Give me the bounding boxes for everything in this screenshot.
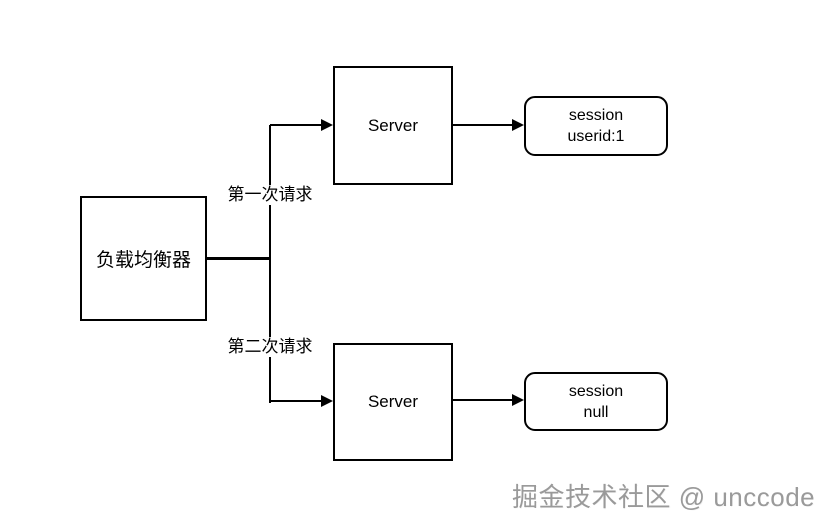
session-bottom-line1: session [568,382,624,400]
second-request-label: 第二次请求 [225,337,315,357]
first-request-label: 第一次请求 [225,185,315,205]
edge-junction-vertical [269,125,271,403]
edge-server-top-to-session [453,124,513,126]
server-top-label: Server [367,115,419,135]
server-bottom-node: Server [333,343,453,461]
session-top-node: session userid:1 [524,96,668,156]
arrowhead-icon [512,394,524,406]
load-balancer-label: 负载均衡器 [95,250,191,271]
edge-junction-to-server-bottom [270,400,323,402]
server-top-node: Server [333,66,453,185]
arrowhead-icon [321,119,333,131]
arrowhead-icon [321,395,333,407]
session-top-line1: session [568,107,624,124]
edge-loadbalancer-to-junction [207,257,271,260]
edge-server-bottom-to-session [453,399,513,401]
load-balancer-node: 负载均衡器 [80,196,207,321]
session-bottom-node: session null [524,372,668,431]
session-top-line2: userid:1 [567,128,625,145]
arrowhead-icon [512,119,524,131]
server-bottom-label: Server [367,392,419,411]
edge-junction-to-server-top [270,124,323,126]
watermark-text: 掘金技术社区 @ unccode [512,482,816,512]
session-bottom-line2: null [583,403,609,421]
